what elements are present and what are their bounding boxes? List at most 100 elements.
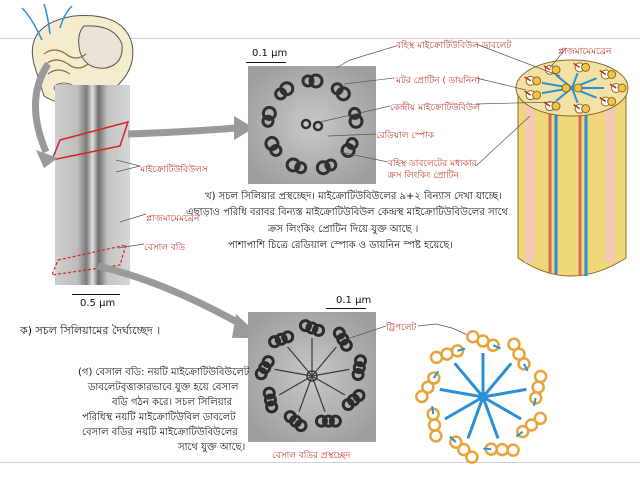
doublet-tubule	[294, 161, 308, 175]
diagram-spoke	[482, 387, 527, 399]
doublet-b	[617, 83, 627, 93]
diagram-spoke	[481, 396, 500, 439]
arrow-to-basal-body	[97, 262, 262, 338]
top-scalebar	[246, 62, 286, 63]
triplet-tubule	[352, 361, 366, 375]
plasma-membrane-label-long: প্লাজমামেমব্রেন	[146, 214, 200, 224]
doublet-b	[532, 90, 542, 100]
arrow-cell-to-section	[32, 62, 58, 168]
dynein-label: মটর প্রোটিন ( ডায়নিন)	[396, 76, 481, 86]
long-section-micrograph	[55, 85, 130, 285]
linker	[492, 344, 501, 350]
triplet-label: ট্রিপলেট	[386, 323, 417, 333]
basal-body-diagram	[415, 329, 548, 464]
triplet-tubule	[353, 354, 367, 368]
dynein-arm	[599, 96, 607, 103]
crosslink-label-1: বহিস্থ ডাবলেটের মধ্যকার	[388, 159, 477, 169]
triplet-ring	[427, 371, 441, 385]
diagram-spoke	[482, 395, 522, 421]
spoke	[287, 346, 313, 377]
doublet-tubule	[315, 160, 331, 176]
triplet-tubule	[274, 332, 288, 346]
model-plasma-membrane-label: প্লাজমামেমব্রেন	[558, 47, 612, 57]
doublet-tubule	[285, 157, 301, 173]
triplet-tubule	[281, 330, 295, 344]
linker	[432, 370, 440, 379]
triplet-pointers	[349, 323, 471, 339]
triplet-tubule	[261, 355, 275, 369]
doublet-b	[607, 96, 617, 106]
triplet-ring	[517, 357, 531, 371]
microtubules-label: মাইক্রোটিউবিউলস	[140, 165, 208, 175]
doublet-b	[607, 70, 617, 80]
central-microtubule-label: কেন্দ্রীয় মাইক্রোটিউবিউল	[390, 103, 480, 113]
diagram-spoke	[453, 362, 485, 398]
cilium-3d-model	[515, 59, 629, 277]
dynein-arm	[609, 83, 617, 89]
dynein-arm	[573, 62, 581, 68]
triplet-tubule	[298, 319, 312, 333]
basal-desc-line-3: বডি গঠন করে। সচল সিলিয়ার	[112, 397, 232, 408]
spoke	[298, 375, 313, 412]
long-section-scale-label: 0.5 μm	[80, 298, 116, 309]
triplet-tubule	[351, 368, 365, 382]
basal-body-micrograph-caption: বেসাল বডির প্রস্থচ্ছেদ	[272, 451, 351, 461]
linker	[515, 430, 524, 438]
long-section-markers	[50, 120, 130, 276]
doublet-tubule	[348, 106, 362, 120]
triplet-tubule	[321, 414, 335, 428]
arrow-to-cross-section	[127, 116, 254, 140]
triplet-ring	[457, 442, 471, 457]
top-scale-label: 0.1 μm	[252, 48, 288, 59]
triplet-ring	[533, 369, 548, 384]
triplet-tubule	[265, 400, 279, 414]
radial-spoke	[571, 87, 579, 104]
triplet-tubule	[341, 397, 355, 411]
dynein-arm	[524, 76, 532, 82]
basal-desc-line-1: (গ) বেসাল বডি: নয়টি মাইক্রোটিউবিউলেট	[78, 367, 250, 378]
cross-caption-line-4: পাশাপাশি চিত্রে রেডিয়াল স্পোক ও ডায়নিন…	[228, 240, 453, 251]
doublet-tubule	[301, 74, 315, 88]
spoke	[311, 375, 326, 412]
doublet-tubule	[345, 137, 359, 151]
triplet-ring	[528, 391, 543, 405]
triplet-ring	[465, 450, 479, 464]
triplet-ring	[531, 380, 545, 395]
basal-desc-line-6: সাথে যুক্ত আছে।	[178, 442, 246, 453]
cross-caption-line-3: ক্রস লিংকিং প্রোটিন দিয়ে যুক্ত আছে ।	[268, 224, 419, 235]
triplet-tubule	[339, 338, 353, 352]
panel-frame-bottom	[0, 462, 640, 463]
doublet-b	[581, 104, 591, 114]
diagram-spoke	[444, 395, 484, 421]
basal-desc-line-2: ডাবলেটবৃত্তাকারভাবে যুক্ত হয়ে বেসাল	[88, 382, 239, 393]
panel-frame	[0, 38, 640, 39]
linker	[523, 363, 529, 372]
linker	[532, 397, 537, 407]
triplet-tubule	[314, 414, 328, 428]
spoke	[278, 375, 313, 396]
cross-section-micrograph	[248, 66, 376, 184]
diagram-spoke	[481, 362, 513, 398]
cross-section-pointers	[319, 45, 397, 163]
triplet-ring	[415, 389, 429, 404]
basal-body-label: বেসাল বডি	[144, 243, 185, 253]
triplet-tubule	[268, 335, 282, 349]
triplet-ring	[506, 443, 520, 457]
triplet-tubule	[262, 386, 276, 400]
doublet-tubule	[261, 105, 277, 121]
doublet-tubule	[330, 82, 344, 96]
outer-doublet-label: বহিস্থ মাইক্রোটিউবিউল ডাবলেট	[396, 41, 512, 51]
triplet-ring	[524, 418, 539, 432]
triplet-ring	[533, 411, 548, 426]
basal-desc-line-5: বেসাল বডির নয়টি মাইক্রোটিউবিউলের	[82, 427, 238, 438]
crosslink-label-2: ক্রস লিংকিং প্রোটিন	[388, 171, 459, 181]
triplet-ring	[486, 338, 500, 353]
doublet-b	[532, 76, 542, 86]
doublet-tubule	[274, 87, 288, 101]
bottom-scalebar	[326, 308, 366, 309]
diagram-spoke	[466, 396, 485, 439]
doublet-tubule	[269, 143, 283, 157]
dynein-arm	[573, 104, 581, 110]
triplet-tubule	[328, 414, 342, 428]
triplet-tubule	[283, 410, 297, 424]
